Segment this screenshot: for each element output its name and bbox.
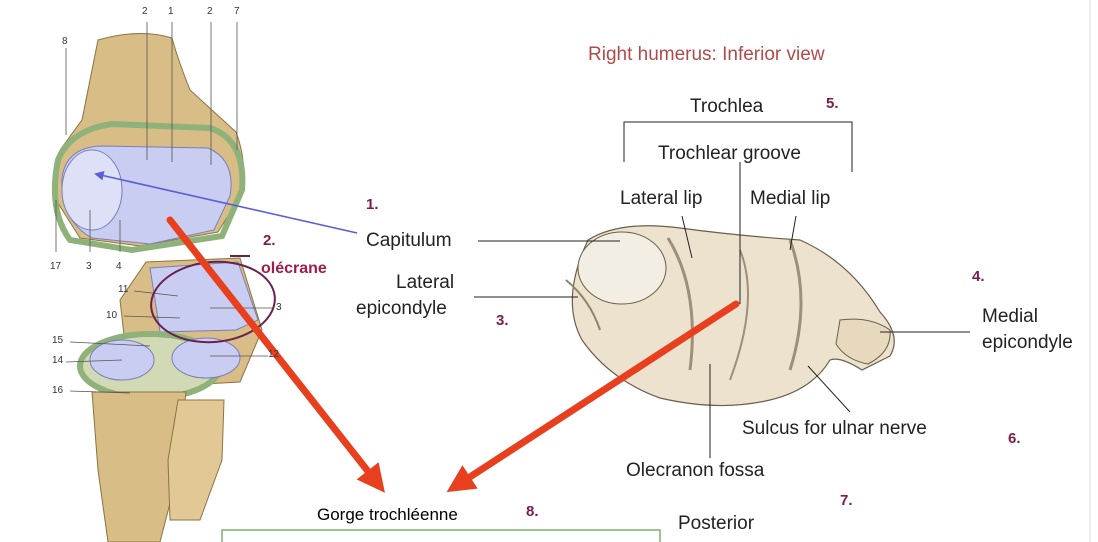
annotation-number-7: 7. [840,492,853,509]
callout-top-7: 7 [234,6,240,17]
label-medial-epicondyle-line2: epicondyle [982,332,1073,353]
callout-top-2a: 2 [142,6,148,17]
label-trochlear-groove: Trochlear groove [658,143,801,164]
annotation-number-1: 1. [366,196,379,213]
callout-top-1: 1 [168,6,174,17]
callout-14: 14 [52,355,64,366]
label-lateral-epicondyle-line1: Lateral [396,272,455,293]
label-trochlea: Trochlea [690,96,764,117]
olecranon-circle [150,260,276,344]
callout-10: 10 [106,310,118,321]
callout-4: 4 [116,261,122,272]
callout-3: 3 [86,261,92,272]
label-sulcus-ulnar-nerve: Sulcus for ulnar nerve [742,418,927,439]
diagram-title: Right humerus: Inferior view [588,44,825,65]
capitulum-pointer-arrow [94,171,358,234]
callout-top-2b: 2 [207,6,213,17]
label-lateral-lip: Lateral lip [620,188,703,209]
label-olecranon-fossa: Olecranon fossa [626,460,765,481]
callout-17: 17 [50,261,62,272]
right-red-arrow [446,300,740,493]
green-box-edge [221,529,661,542]
callout-3b: 3 [276,302,282,313]
annotation-number-8: 8. [526,503,539,520]
callout-15: 15 [52,335,64,346]
annotation-number-3: 3. [496,312,509,329]
label-medial-epicondyle-line1: Medial [982,306,1038,327]
label-medial-lip: Medial lip [750,188,831,209]
label-posterior: Posterior [678,513,755,534]
callout-12: 12 [268,349,280,360]
callout-8: 8 [62,36,68,47]
elbow-illustration [51,22,274,542]
left-red-arrow [166,216,385,493]
annotation-number-2: 2. [263,232,276,249]
annotation-number-6: 6. [1008,430,1021,447]
label-lateral-epicondyle-line2: epicondyle [356,298,447,319]
label-gorge-trochleenne: Gorge trochléenne [317,505,458,524]
label-olecrane: olécrane [261,260,327,277]
callout-16: 16 [52,385,64,396]
callout-11: 11 [118,284,129,295]
annotation-number-5: 5. [826,95,839,112]
label-capitulum: Capitulum [366,230,452,251]
annotation-number-4: 4. [972,268,985,285]
label-leaders [474,121,970,458]
